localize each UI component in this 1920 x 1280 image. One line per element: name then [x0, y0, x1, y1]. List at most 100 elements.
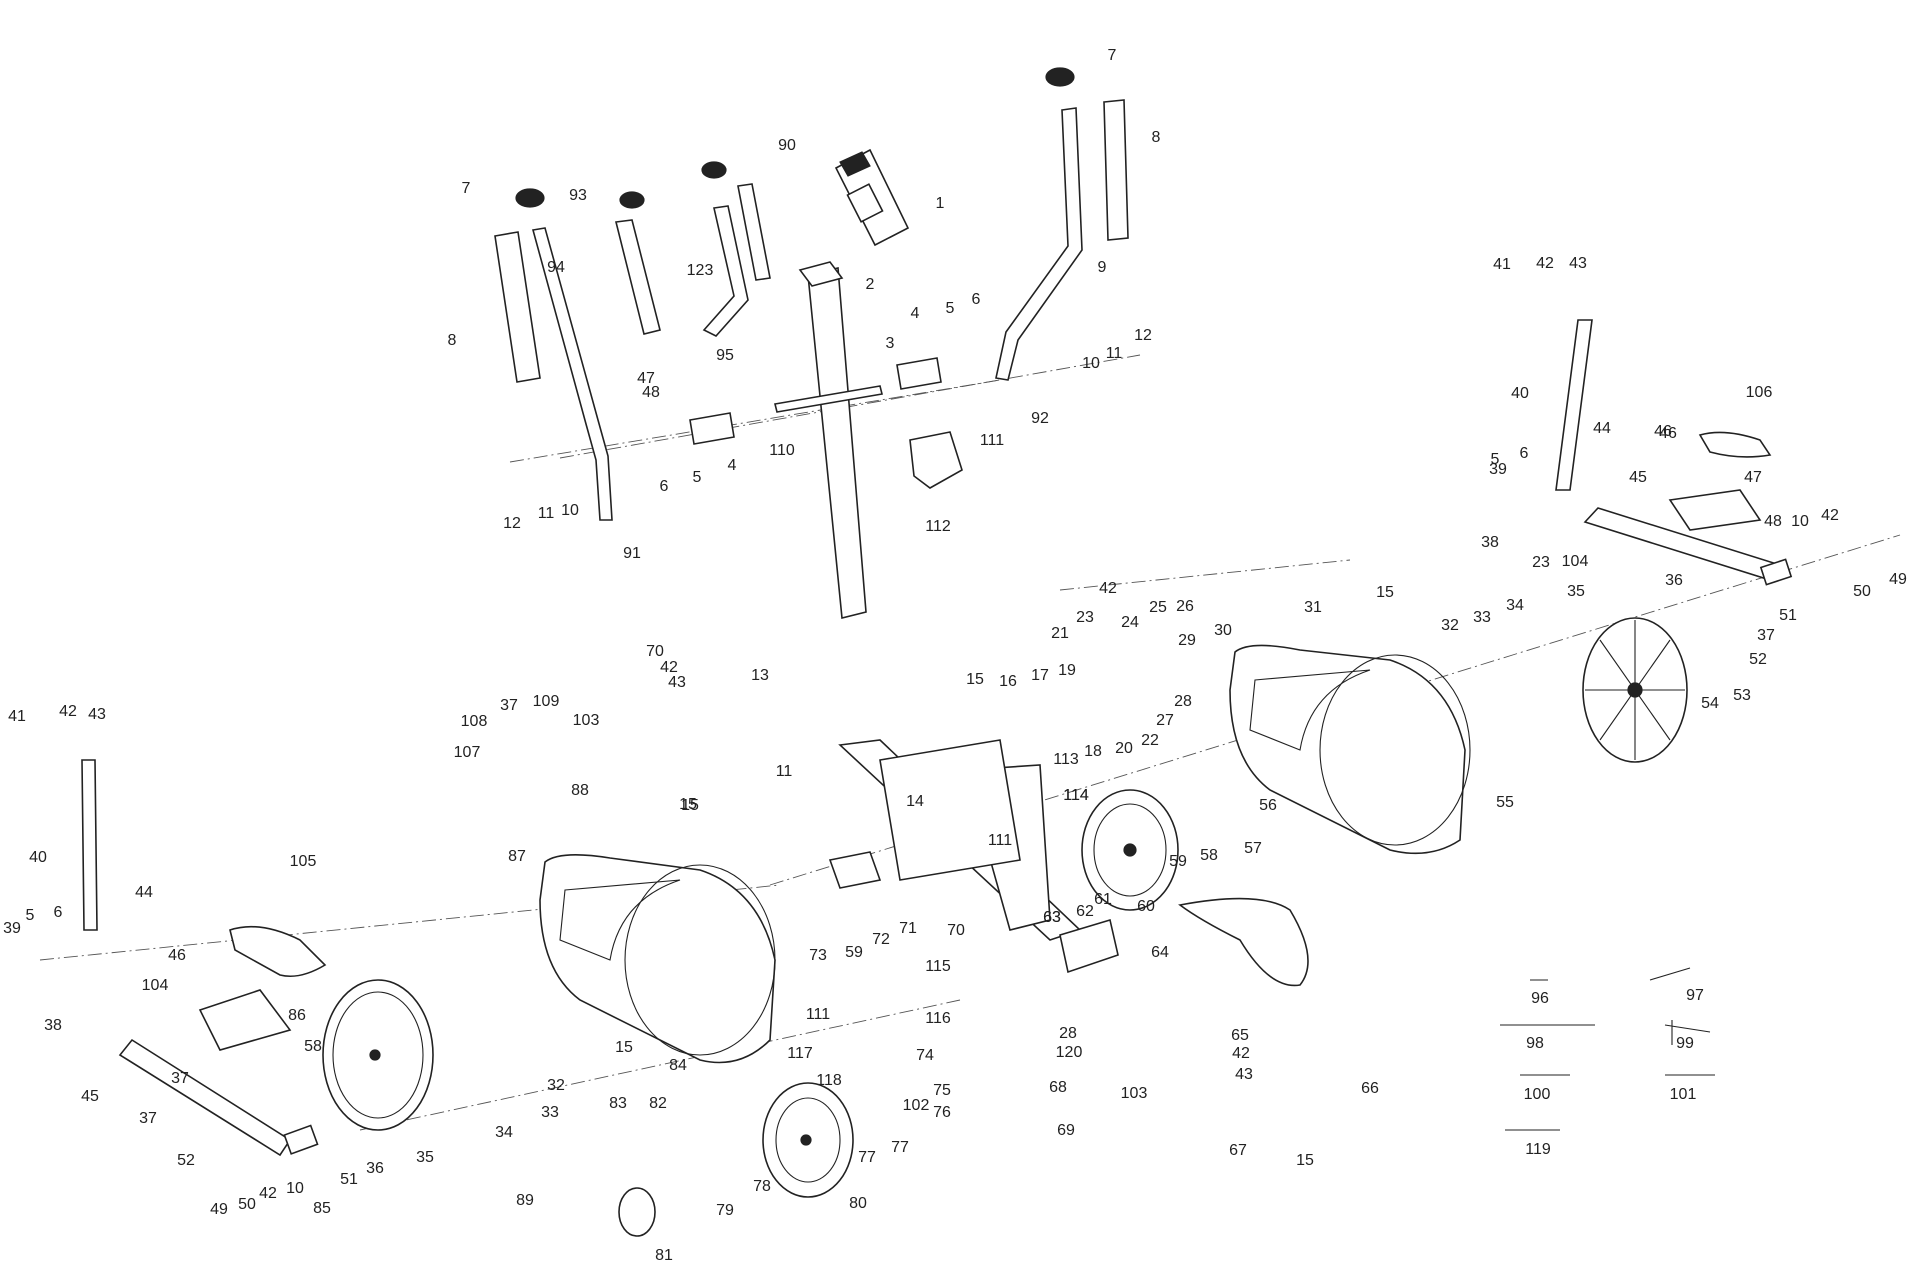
part-label-88: 88: [571, 782, 589, 799]
part-label-67: 67: [1229, 1142, 1247, 1159]
part-label-84: 84: [669, 1057, 687, 1074]
part-label-10-6: 10: [561, 502, 579, 519]
part-label-100: 100: [1524, 1086, 1551, 1103]
part-label-80: 80: [849, 1195, 867, 1212]
part-label-70-53: 70: [646, 643, 664, 660]
part-label-18: 18: [1084, 743, 1102, 760]
part-label-43: 43: [1569, 255, 1587, 272]
part-label-29: 29: [1178, 632, 1196, 649]
part-label-6: 6: [972, 291, 981, 308]
part-label-12-8: 12: [503, 515, 521, 532]
part-label-42-50: 42: [1099, 580, 1117, 597]
part-label-33-35: 33: [541, 1104, 559, 1121]
part-label-54: 54: [1701, 695, 1719, 712]
part-label-48: 48: [1764, 513, 1782, 530]
part-label-15-12: 15: [966, 671, 984, 688]
part-label-77: 77: [858, 1149, 876, 1166]
console-display: [834, 148, 910, 247]
part-label-93: 93: [569, 187, 587, 204]
part-label-112: 112: [925, 518, 951, 535]
main-frame: [828, 739, 1119, 974]
pulse-grip-handles: [615, 161, 771, 337]
part-label-3: 3: [886, 335, 895, 352]
part-label-53: 53: [1733, 687, 1751, 704]
part-label-28-13: 28: [1059, 1025, 1077, 1042]
part-label-103-55: 103: [1121, 1085, 1148, 1102]
part-label-47-24: 47: [637, 370, 655, 387]
part-label-120: 120: [1056, 1044, 1083, 1061]
part-label-39: 39: [1489, 461, 1507, 478]
part-label-76: 76: [933, 1104, 951, 1121]
part-label-59: 59: [1169, 853, 1187, 870]
part-label-15-10: 15: [681, 797, 699, 814]
part-label-38: 38: [1481, 534, 1499, 551]
part-label-23-46: 23: [1532, 554, 1550, 571]
part-label-111-43: 111: [988, 832, 1012, 849]
part-label-64: 64: [1151, 944, 1169, 961]
tools-and-hardware: [1500, 967, 1715, 1131]
part-label-110: 110: [769, 442, 795, 459]
part-label-51: 51: [1779, 607, 1797, 624]
part-label-5: 5: [946, 300, 955, 317]
part-label-30: 30: [1214, 622, 1232, 639]
part-label-57: 57: [1244, 840, 1262, 857]
part-label-58-38: 58: [304, 1038, 322, 1055]
part-label-46-23: 46: [168, 947, 186, 964]
part-label-51-30: 51: [340, 1171, 358, 1188]
part-label-7-4: 7: [462, 180, 471, 197]
part-label-5-62: 5: [1491, 451, 1500, 468]
part-label-83: 83: [609, 1095, 627, 1112]
part-label-49-28: 49: [210, 1201, 228, 1218]
part-label-40-17: 40: [29, 849, 47, 866]
part-label-14: 14: [906, 793, 924, 810]
part-label-36-32: 36: [366, 1160, 384, 1177]
part-label-39-16: 39: [3, 920, 21, 937]
part-label-91: 91: [623, 545, 641, 562]
part-label-43-51: 43: [668, 674, 686, 691]
part-label-87: 87: [508, 848, 526, 865]
part-label-37-54: 37: [500, 697, 518, 714]
part-label-48-25: 48: [642, 384, 660, 401]
part-label-10-27: 10: [1791, 513, 1809, 530]
part-label-113: 113: [1053, 751, 1079, 768]
part-label-42-40: 42: [259, 1185, 277, 1202]
part-label-114-44: 114: [1063, 787, 1089, 804]
part-label-79: 79: [716, 1202, 734, 1219]
part-label-90: 90: [778, 137, 796, 154]
part-label-43-20: 43: [88, 706, 106, 723]
part-label-82: 82: [649, 1095, 667, 1112]
part-label-92: 92: [1031, 410, 1049, 427]
part-label-10: 10: [1082, 355, 1100, 372]
part-label-34: 34: [1506, 597, 1524, 614]
part-label-78: 78: [753, 1178, 771, 1195]
part-label-119: 119: [1525, 1141, 1551, 1158]
part-label-24: 24: [1121, 614, 1139, 631]
part-label-116: 116: [925, 1010, 951, 1027]
part-label-38-15: 38: [44, 1017, 62, 1034]
part-label-123: 123: [687, 262, 714, 279]
part-label-15-11: 15: [1296, 1152, 1314, 1169]
part-label-44: 44: [1593, 420, 1611, 437]
part-label-73: 73: [809, 947, 827, 964]
front-upright-post: [798, 261, 867, 620]
part-label-15: 15: [1376, 584, 1394, 601]
part-label-115: 115: [925, 958, 951, 975]
part-label-4: 4: [911, 305, 920, 322]
part-label-96: 96: [1531, 990, 1549, 1007]
part-label-32: 32: [1441, 617, 1459, 634]
part-label-2: 2: [866, 276, 875, 293]
part-label-118: 118: [816, 1072, 842, 1089]
part-label-98: 98: [1526, 1035, 1544, 1052]
part-label-44-21: 44: [135, 884, 153, 901]
part-label-33: 33: [1473, 609, 1491, 626]
part-label-35-33: 35: [416, 1149, 434, 1166]
part-label-43-59: 43: [1235, 1066, 1253, 1083]
part-label-109: 109: [533, 693, 560, 710]
part-label-37-37: 37: [171, 1070, 189, 1087]
left-handlebar: [494, 188, 613, 521]
part-label-50: 50: [1853, 583, 1871, 600]
part-label-17: 17: [1031, 667, 1049, 684]
part-label-69: 69: [1057, 1122, 1075, 1139]
part-label-20: 20: [1115, 740, 1133, 757]
